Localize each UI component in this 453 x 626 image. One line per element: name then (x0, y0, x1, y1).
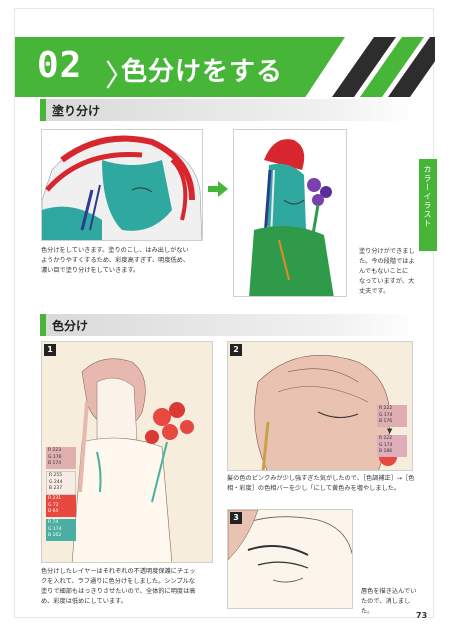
swatch-value: R 222 (379, 406, 393, 411)
swatch-value: R 231 (48, 496, 62, 501)
swatch-value: B 162 (48, 533, 62, 538)
swatch-value: R 255 (49, 473, 63, 478)
caption-line: たので、消しました。 (361, 598, 411, 615)
section-bar (40, 314, 46, 336)
caption-nuriwake-left: 色分けをしていきます。塗りのこし、はみ出しがない ようかりやすくするため、彩度高… (41, 246, 206, 276)
side-tab-label: カラーイラスト (423, 165, 432, 228)
side-tab: カラーイラスト (419, 159, 437, 251)
color-swatch: R 255 G 244 B 237 (46, 471, 76, 495)
swatch-value: G 72 (48, 502, 59, 508)
color-swatch: R 223 G 176 B 174 (46, 447, 76, 469)
swatch-value: R 223 (48, 448, 62, 453)
chevron-icon: 〉 (105, 59, 135, 94)
caption-step3: 唇色を描き込んでい たので、消しました。 (361, 587, 421, 617)
section-header-nuriwake: 塗り分け (40, 99, 418, 121)
step-number: 3 (230, 512, 242, 524)
swatch-value: G 244 (49, 479, 63, 485)
swatch-value: G 174 (48, 526, 62, 532)
caption-line: 髪の色のピンクみが少し強すぎた気がしたので、［色調補正］→［色 (227, 475, 415, 482)
caption-step2: 髪の色のピンクみが少し強すぎた気がしたので、［色調補正］→［色 相・彩度］の色相… (227, 474, 417, 494)
banner-green-band (15, 37, 345, 97)
swatch-value: R 222 (379, 436, 393, 441)
caption-line: なっていますが、大 (359, 278, 415, 285)
chapter-title: 色分けをする (121, 57, 284, 87)
page-number: 73 (416, 611, 428, 620)
caption-line: 濃い目で塗り分けをしていきます。 (41, 267, 140, 274)
swatch-value: G 174 (379, 442, 393, 448)
color-swatch: R 74 G 174 B 162 (46, 519, 76, 541)
caption-line: ようかりやすくするため、彩度高すぎず、明度低め、 (41, 257, 190, 264)
caption-line: 色分けしたレイヤーはそれぞれの不透明度保護にチェッ (41, 568, 196, 575)
section-bar (40, 99, 46, 121)
illustration-nuriwake-after (233, 129, 347, 297)
arrow-right-icon (208, 181, 228, 197)
step-number: 2 (230, 344, 242, 356)
caption-line: 塗りで細部もはっきりさせたいので、全体的に明度は高 (41, 588, 196, 595)
caption-line: め、彩度は低めにしています。 (41, 598, 127, 605)
caption-line: んでもないことに (359, 268, 409, 275)
step-number: 1 (44, 344, 56, 356)
caption-line: 相・彩度］の色相バーを少し「にして黄色みを増やしました。 (227, 485, 401, 492)
arrow-down-icon: ▼ (387, 427, 393, 435)
color-swatch: R 222 G 174 B 186 (377, 435, 407, 457)
illustration-step3 (227, 509, 353, 609)
page: 02 〉 色分けをする カラーイラスト 塗り分け (14, 8, 437, 620)
caption-line: クを入れて、ラフ通りに色分けをしました。シンプルな (41, 578, 196, 585)
swatch-value: G 176 (48, 454, 62, 460)
caption-line: た。今の段階ではよ (359, 258, 415, 265)
swatch-value: G 174 (379, 412, 393, 418)
illustration-step1 (41, 341, 213, 563)
section-title: 塗り分け (52, 104, 101, 118)
color-swatch: R 222 G 174 B 176 (377, 405, 407, 427)
caption-line: 色分けをしていきます。塗りのこし、はみ出しがない (41, 247, 189, 254)
swatch-value: R 74 (48, 520, 59, 525)
section-header-irowake: 色分け (40, 314, 418, 336)
swatch-value: B 174 (48, 461, 62, 466)
swatch-value: B 237 (49, 486, 63, 491)
caption-line: 丈夫です。 (359, 288, 390, 295)
section-title: 色分け (52, 319, 89, 333)
caption-nuriwake-right: 塗り分けができまし た。今の段階ではよ んでもないことに なっていますが、大 丈… (359, 247, 419, 297)
caption-line: 唇色を描き込んでい (361, 588, 417, 595)
caption-step1: 色分けしたレイヤーはそれぞれの不透明度保護にチェッ クを入れて、ラフ通りに色分け… (41, 567, 219, 607)
swatch-value: B 186 (379, 449, 393, 454)
swatch-value: B 64 (48, 509, 59, 514)
caption-line: 塗り分けができまし (359, 248, 415, 255)
illustration-nuriwake-before (41, 129, 203, 241)
chapter-banner: 02 〉 色分けをする (15, 37, 435, 97)
swatch-value: B 176 (379, 419, 393, 424)
chapter-number: 02 (37, 45, 83, 86)
color-swatch: R 231 G 72 B 64 (46, 495, 76, 517)
